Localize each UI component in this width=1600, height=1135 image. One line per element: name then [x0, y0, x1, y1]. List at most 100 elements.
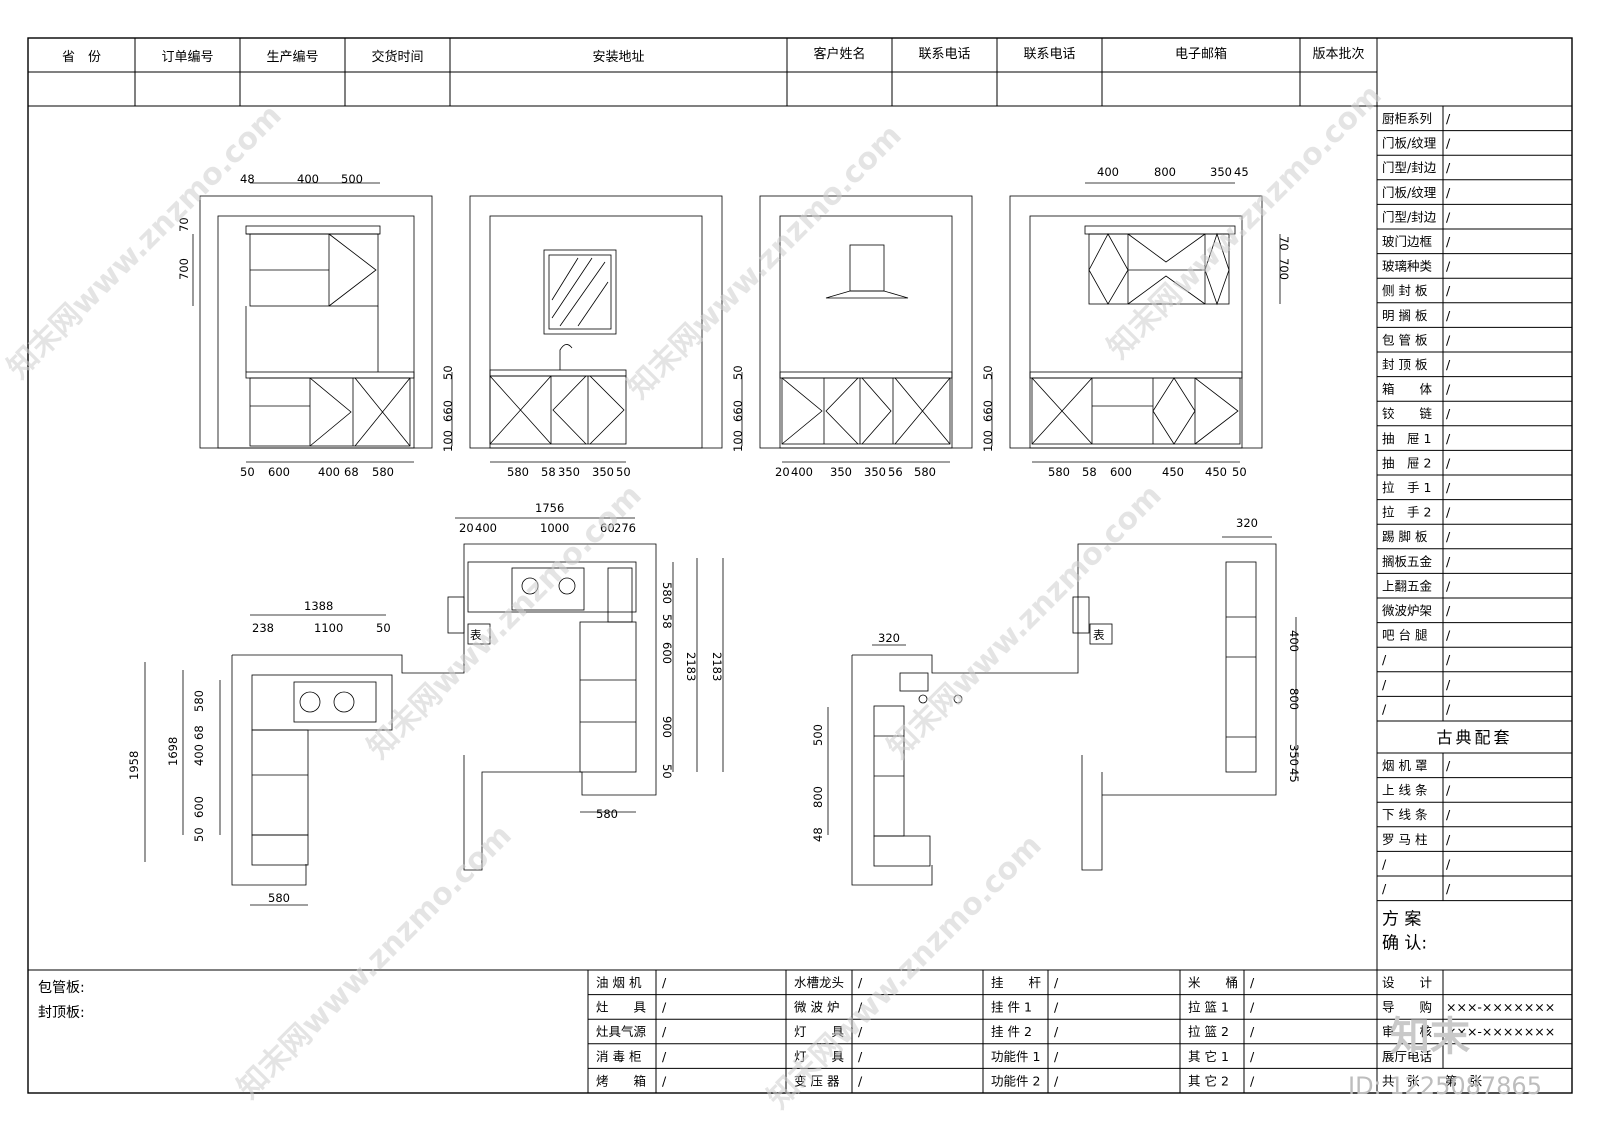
header-cell: 省 份 — [62, 50, 101, 65]
classic-value: / — [1446, 832, 1451, 847]
watermark-text: 知末网www.znzmo.com — [1, 98, 289, 386]
dim-label: 700 — [177, 258, 191, 280]
material-value: / — [1446, 382, 1451, 397]
dim-label: 580 — [192, 690, 206, 712]
sign-value: ×××-××××××× — [1446, 1000, 1555, 1015]
dim-label: 276 — [614, 521, 636, 535]
accessory-value: / — [662, 1024, 667, 1039]
dim-label: 350 — [1287, 744, 1301, 766]
dim-label: 350 — [864, 465, 886, 479]
elevation-4 — [991, 182, 1281, 463]
accessory-value: / — [1250, 975, 1255, 990]
plan-confirm-line1: 方 案 — [1382, 910, 1421, 930]
dim-label: 50 — [441, 365, 455, 380]
dim-label: 900 — [660, 716, 674, 738]
dim-label: 100 — [981, 430, 995, 452]
watermark-text: 知末网www.znzmo.com — [231, 818, 519, 1106]
material-value: / — [1446, 701, 1451, 716]
material-label: 拉 手 2 — [1382, 505, 1431, 520]
dim-label: 580 — [596, 807, 618, 821]
watermark: 知末网www.znzmo.com 知末网www.znzmo.com 知末网www… — [1, 78, 1542, 1116]
dim-label: 1000 — [540, 521, 569, 535]
dimensions: 48 400 500 70 700 50 600 400 68 580 50 6… — [127, 165, 1301, 905]
material-label: 包 管 板 — [1382, 332, 1428, 347]
header-cell: 版本批次 — [1312, 46, 1364, 62]
header-cell: 电子邮箱 — [1175, 46, 1227, 62]
material-value: / — [1446, 111, 1451, 126]
accessory-label: 微 波 炉 — [794, 1000, 839, 1015]
accessory-value: / — [1250, 1024, 1255, 1039]
dim-label: 70 — [177, 217, 191, 232]
material-value: / — [1446, 455, 1451, 470]
dim-label: 400 — [791, 465, 813, 479]
accessory-label: 功能件 2 — [991, 1073, 1040, 1088]
dim-label: 350 — [1210, 165, 1232, 179]
note-pipe-board: 包管板: — [38, 980, 85, 996]
material-label: / — [1382, 701, 1387, 716]
dim-label: 50 — [1232, 465, 1247, 479]
material-value: / — [1446, 283, 1451, 298]
accessory-value: / — [1250, 1073, 1255, 1088]
dim-label: 400 — [297, 172, 319, 186]
classic-label: / — [1382, 881, 1387, 896]
dim-label: 580 — [660, 582, 674, 604]
accessory-value: / — [662, 1049, 667, 1064]
dim-label: 350 — [558, 465, 580, 479]
dim-label: 660 — [731, 400, 745, 422]
dim-label: 400 — [1287, 630, 1301, 652]
dim-label: 1388 — [304, 599, 333, 613]
accessory-value: / — [1054, 1000, 1059, 1015]
accessory-label: 烤 箱 — [596, 1073, 646, 1088]
plan-confirm-line2: 确 认: — [1382, 934, 1427, 954]
sign-label: 共 张 第 张 — [1382, 1073, 1483, 1088]
accessory-label: 挂 杆 — [991, 975, 1042, 990]
accessory-value: / — [1250, 1000, 1255, 1015]
dim-label: 320 — [878, 631, 900, 645]
elevation-3 — [741, 195, 973, 463]
note-top-board: 封顶板: — [38, 1005, 85, 1021]
dim-label: 50 — [660, 764, 674, 779]
header-cell: 联系电话 — [918, 47, 970, 62]
accessory-value: / — [858, 975, 863, 990]
accessory-value: / — [1054, 1024, 1059, 1039]
dim-label: 70 — [1277, 236, 1291, 251]
meter-label: 表 — [1093, 628, 1105, 642]
accessory-label: 拉 篮 1 — [1188, 1000, 1229, 1015]
accessory-label: 油 烟 机 — [596, 975, 642, 990]
classic-label: 烟 机 罩 — [1382, 758, 1427, 773]
dim-label: 58 — [1082, 465, 1097, 479]
classic-set-title: 古典配套 — [1436, 728, 1512, 747]
material-value: / — [1446, 234, 1451, 249]
header-cell: 安装地址 — [592, 50, 644, 65]
material-value: / — [1446, 357, 1451, 372]
dim-label: 500 — [811, 724, 825, 746]
material-label: 搁板五金 — [1382, 554, 1433, 569]
accessory-value: / — [858, 1000, 863, 1015]
material-label: 封 顶 板 — [1382, 357, 1428, 372]
dim-label: 450 — [1162, 465, 1184, 479]
dim-label: 400 — [1097, 165, 1119, 179]
dim-label: 1698 — [166, 737, 180, 766]
dim-label: 400 — [318, 465, 340, 479]
material-label: 抽 屉 1 — [1382, 431, 1431, 446]
accessory-label: 水槽龙头 — [794, 975, 844, 990]
dim-label: 800 — [1154, 165, 1176, 179]
material-label: 玻门边框 — [1382, 234, 1433, 249]
material-label: / — [1382, 677, 1387, 692]
accessory-label: 拉 篮 2 — [1188, 1024, 1229, 1039]
material-label: 抽 屉 2 — [1382, 455, 1431, 470]
header-cell: 交货时间 — [371, 49, 423, 65]
dim-label: 50 — [616, 465, 631, 479]
dim-label: 68 — [344, 465, 359, 479]
plan-1 — [144, 517, 724, 906]
dim-label: 580 — [507, 465, 529, 479]
dim-label: 400 — [475, 521, 497, 535]
dim-label: 100 — [441, 430, 455, 452]
elevation-2 — [451, 195, 723, 463]
material-label: 侧 封 板 — [1382, 283, 1428, 298]
dim-label: 50 — [192, 827, 206, 842]
dim-label: 660 — [981, 400, 995, 422]
accessory-label: 其 它 1 — [1188, 1049, 1229, 1064]
material-value: / — [1446, 431, 1451, 446]
watermark-text: 知末网www.znzmo.com — [621, 118, 909, 406]
